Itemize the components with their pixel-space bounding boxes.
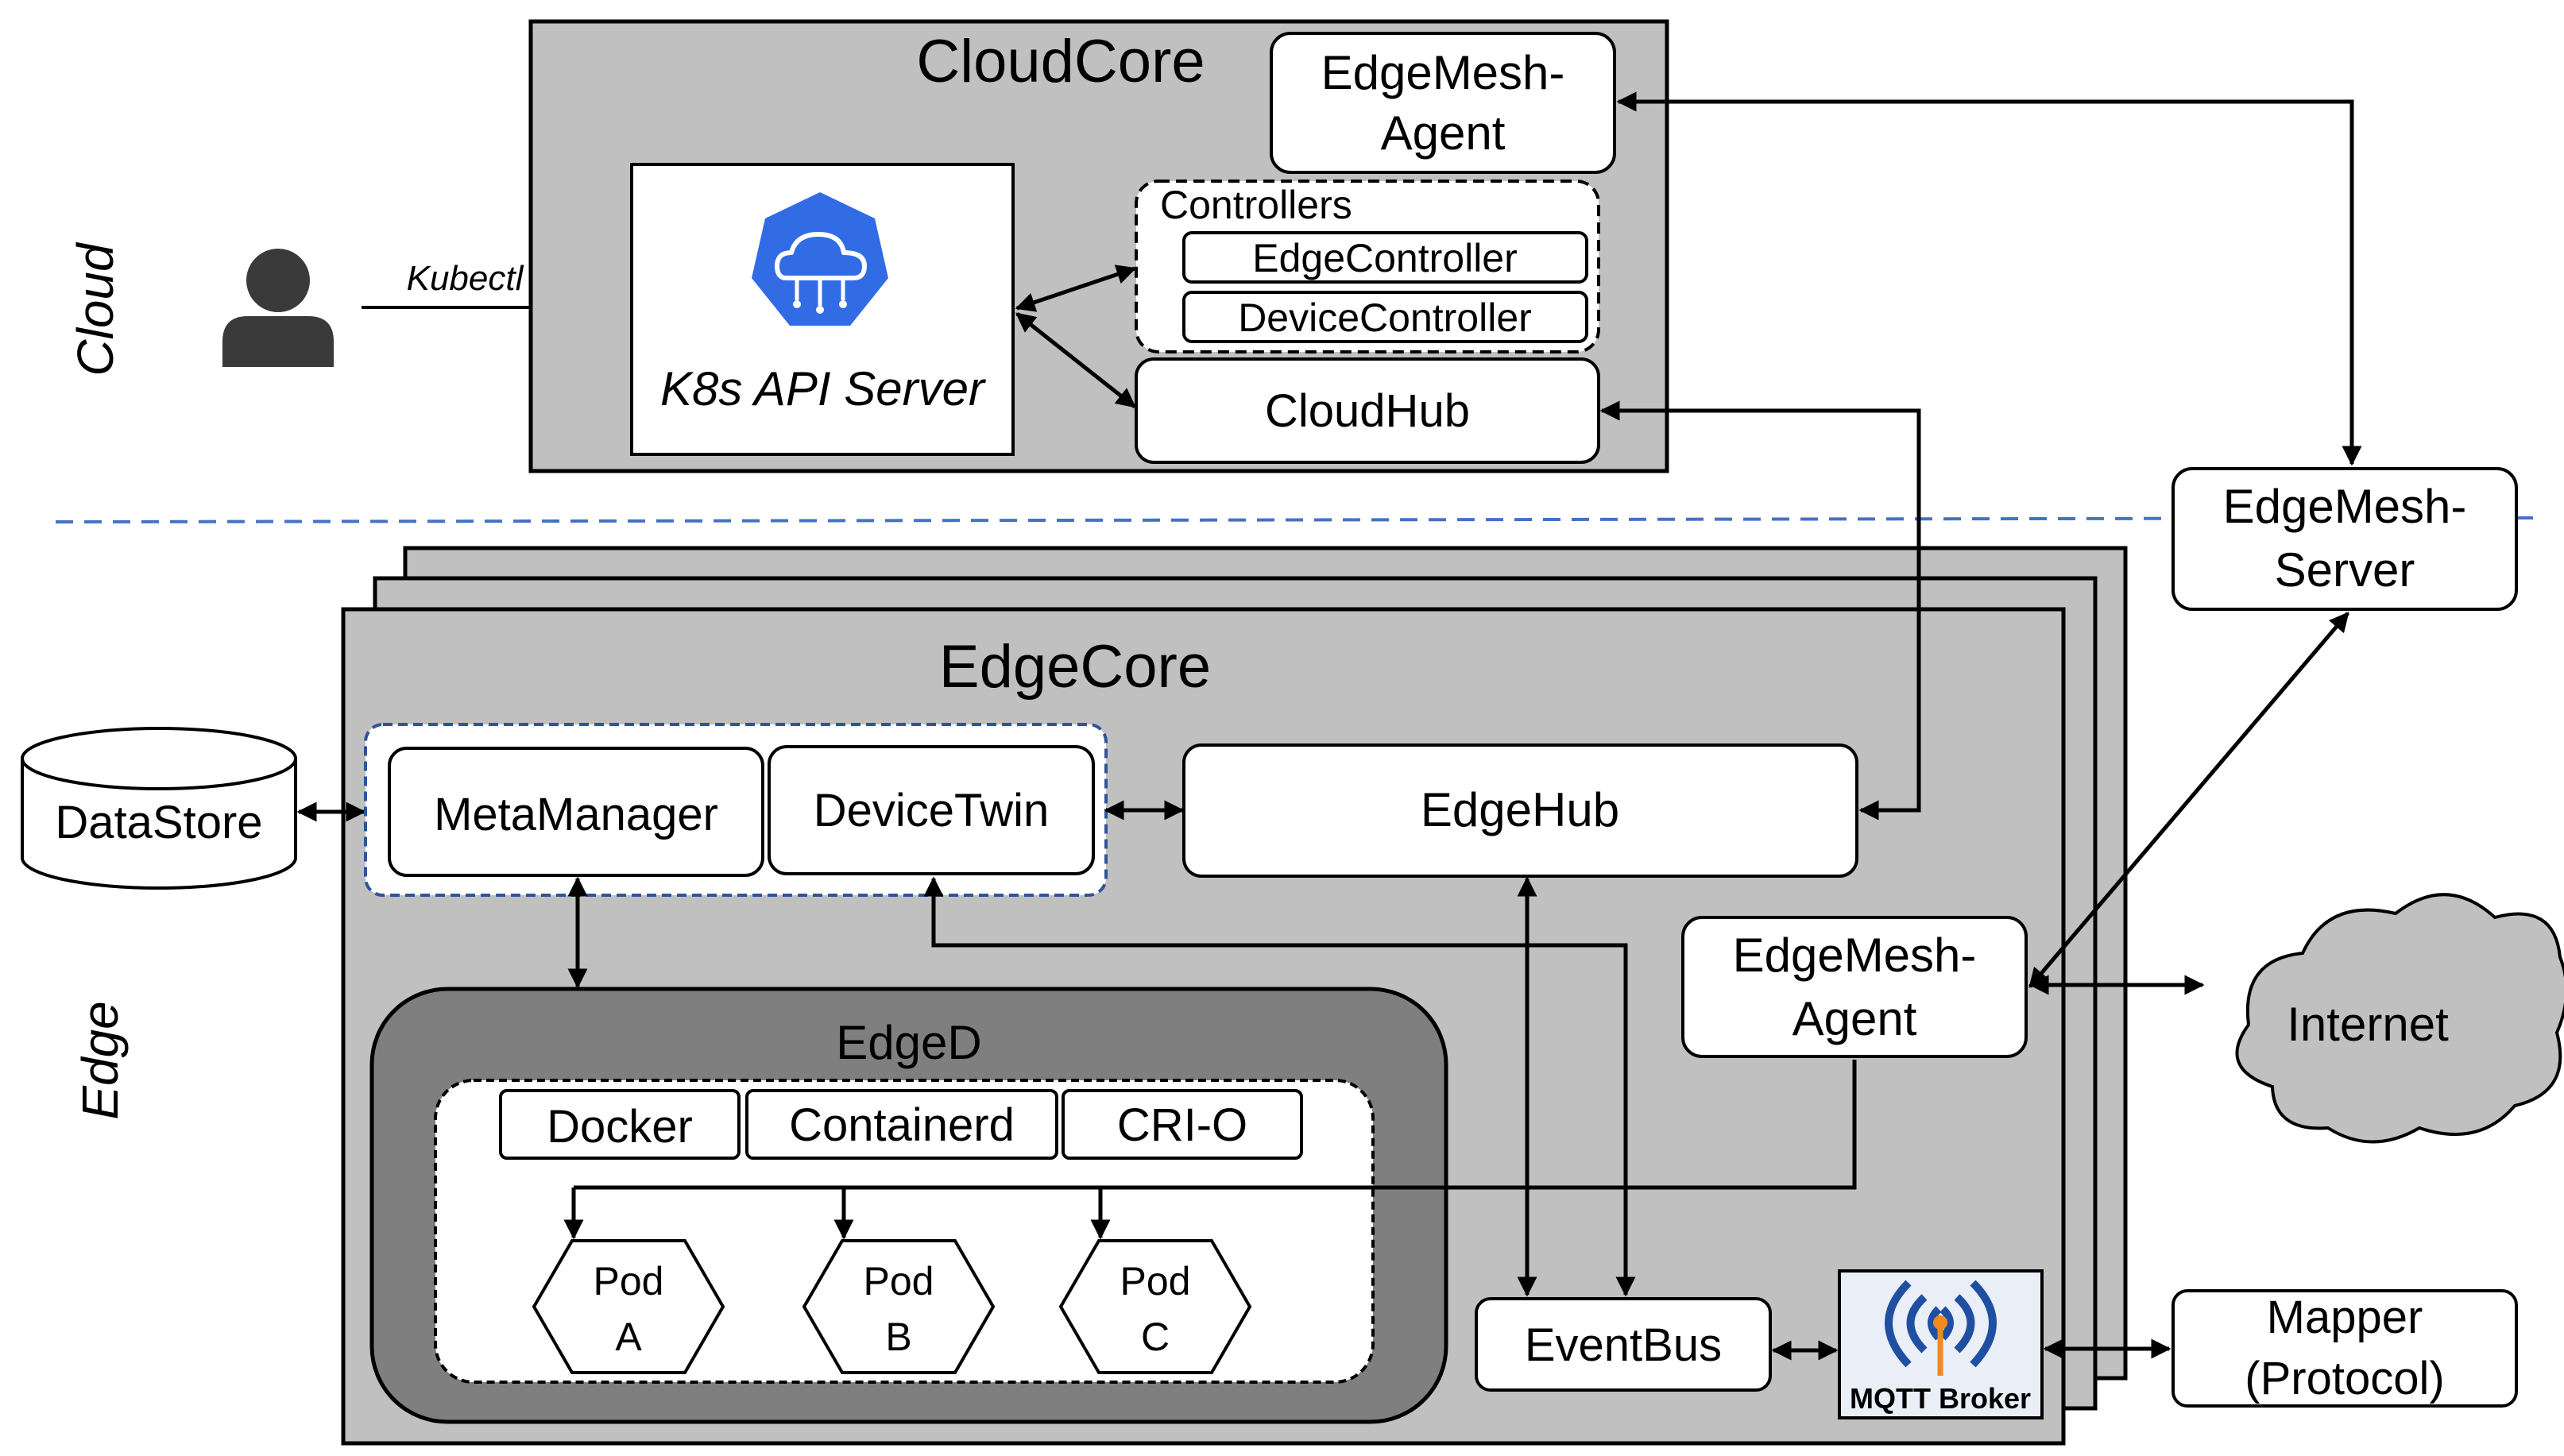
runtime-docker[interactable] [499,1089,741,1160]
cloudhub[interactable] [1135,357,1600,464]
cloudhub-label: CloudHub [1265,385,1470,437]
edgemesh-server-line2: Server [2275,543,2415,597]
cloud-edgemesh-agent[interactable] [1270,32,1616,174]
edge-zone-label: Edge [72,1001,129,1119]
edge-controller[interactable] [1182,231,1588,284]
server-edge-agent-arrow [2028,612,2349,988]
mqtt-broker-icon [1838,1269,2044,1419]
devicetwin-eventbus-arrow [923,876,1636,1297]
mqtt-broker-label: MQTT Broker [1850,1382,2031,1415]
database-icon [21,759,297,890]
runtime-docker-label: Docker [547,1101,693,1153]
datastore[interactable] [21,727,297,890]
device-controller-label: DeviceController [1238,295,1532,340]
eventbus-label: EventBus [1525,1319,1722,1371]
cloudhub-edgehub-arrow [1599,400,1921,821]
kubernetes-cloud-icon [752,192,888,326]
device-controller[interactable] [1182,291,1588,343]
api-controllers-arrow [1015,265,1137,312]
cloudcore-title: CloudCore [916,28,1205,95]
agent-pods-line [574,1060,1857,1190]
meta-manager-label: MetaManager [434,789,718,840]
kubectl-label: Kubectl [407,259,524,298]
eventbus[interactable] [1475,1297,1772,1392]
edge-edgemesh-agent-line1: EdgeMesh- [1733,929,1977,982]
edgemesh-server-line1: EdgeMesh- [2223,480,2467,533]
edged-title: EdgeD [836,1016,981,1069]
meta-manager[interactable] [388,747,764,877]
pod-c-line2: C [1141,1315,1170,1359]
mapper[interactable] [2171,1289,2518,1408]
mapper-line1: Mapper [2267,1292,2423,1343]
cloud-edge-divider [55,516,2543,523]
cloud-edgemesh-agent-line2: Agent [1381,106,1506,160]
pod-a-line2: A [615,1315,642,1359]
device-twin[interactable] [768,745,1095,875]
controllers-label: Controllers [1160,183,1352,227]
runtime-containerd-label: Containerd [789,1099,1015,1151]
datastore-label: DataStore [55,797,262,848]
mapper-line2: (Protocol) [2245,1353,2444,1404]
edgemesh-server[interactable] [2171,467,2518,611]
internet-label: Internet [2287,998,2449,1051]
edge-edgemesh-agent[interactable] [1681,916,2028,1058]
device-twin-label: DeviceTwin [814,785,1050,836]
api-cloudhub-arrow [1015,312,1136,408]
user-icon [222,249,334,367]
pod-b-line2: B [885,1315,911,1359]
edge-edgemesh-agent-line2: Agent [1792,992,1917,1045]
edgecore-title: EdgeCore [939,633,1211,701]
pod-a[interactable] [532,1239,725,1374]
cloud-zone-label: Cloud [67,241,124,377]
edgehub-label: EdgeHub [1421,783,1619,836]
edge-controller-label: EdgeController [1252,236,1518,280]
mqtt-broker[interactable] [1838,1269,2044,1419]
cloud-agent-server-arrow [1616,91,2362,466]
runtime-crio-label: CRI-O [1117,1099,1247,1151]
k8s-api-server-label: K8s API Server [660,362,986,415]
pod-b-line1: Pod [864,1259,934,1303]
pod-c-line1: Pod [1120,1259,1191,1303]
pod-a-line1: Pod [594,1259,664,1303]
cloud-edgemesh-agent-line1: EdgeMesh- [1321,46,1565,99]
